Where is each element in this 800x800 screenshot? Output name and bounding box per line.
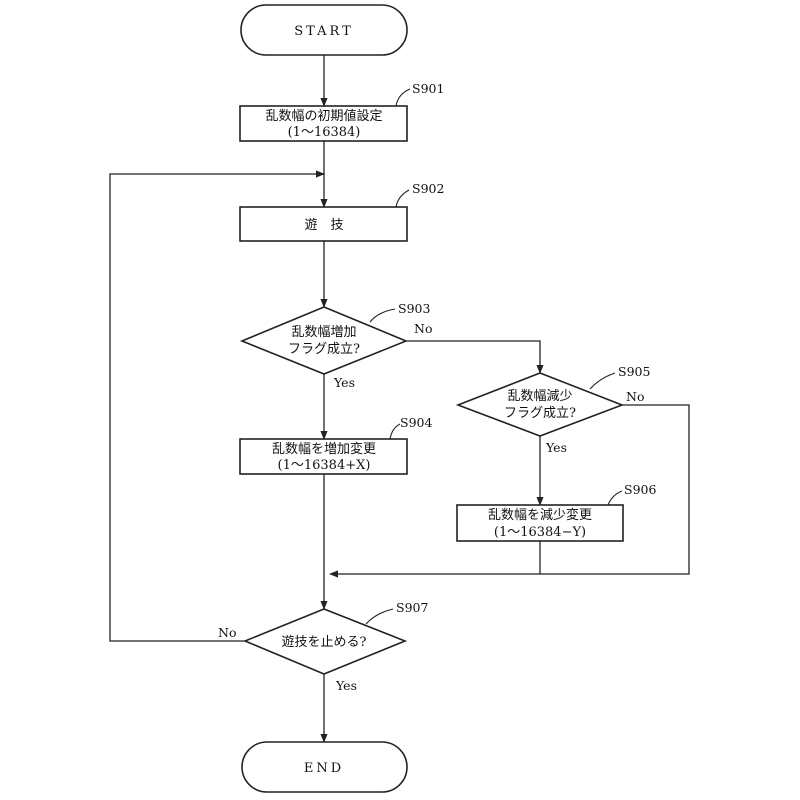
s905-yes-label: Yes [545,440,567,455]
s907-yes-label: Yes [335,678,357,693]
s906-line1: 乱数幅を減少変更 [488,507,592,523]
s905-step-label: S905 [618,364,650,379]
start-terminal: START [240,4,408,56]
flow-s903-no-to-s905 [406,340,544,374]
end-terminal: END [241,741,408,793]
step-s902-box: 遊 技 S902 [239,181,444,242]
s907-step-label: S907 [396,600,428,615]
s902-label: 遊 技 [304,218,343,233]
s903-line1: 乱数幅増加 [291,325,356,340]
flow-s905-no-to-merge [329,404,690,578]
s904-step-label: S904 [400,415,432,430]
s903-no-label: No [414,321,432,336]
s907-label: 遊技を止める? [282,635,367,650]
s906-step-label: S906 [624,482,656,497]
s903-line2: フラグ成立? [288,342,360,357]
step-s906-box: 乱数幅を減少変更 (1〜16384−Y) S906 [456,482,656,542]
s901-line1: 乱数幅の初期値設定 [265,108,382,124]
s904-line2: (1〜16384+X) [278,458,371,473]
step-s904-box: 乱数幅を増加変更 (1〜16384+X) S904 [239,415,432,475]
flow-s907-no-loop [109,173,324,642]
connectors [109,55,690,743]
s906-line2: (1〜16384−Y) [494,525,586,540]
decision-s905: 乱数幅減少 フラグ成立? S905 No Yes [455,364,650,455]
decision-s907: 遊技を止める? S907 No Yes [218,600,428,693]
start-label: START [294,24,353,39]
s907-no-label: No [218,625,236,640]
s905-line1: 乱数幅減少 [507,388,572,404]
step-s901-box: 乱数幅の初期値設定 (1〜16384) S901 [239,81,444,142]
s903-step-label: S903 [398,301,430,316]
s901-line2: (1〜16384) [288,125,361,140]
s903-yes-label: Yes [333,375,355,390]
decision-s903: 乱数幅増加 フラグ成立? S903 No Yes [239,301,432,390]
s905-line2: フラグ成立? [504,406,576,421]
end-label: END [304,761,344,776]
s902-step-label: S902 [412,181,444,196]
s904-line1: 乱数幅を増加変更 [272,441,376,457]
s905-no-label: No [626,389,644,404]
s901-step-label: S901 [412,81,444,96]
